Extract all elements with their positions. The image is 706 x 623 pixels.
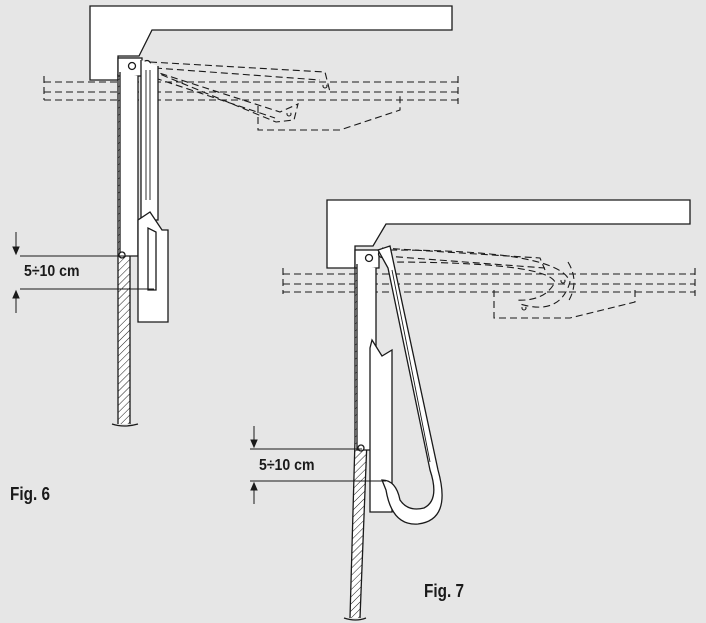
fig6-door-floor [111,423,139,427]
fig7-drawing [250,199,696,621]
fig6-dimension-label: 5÷10 cm [24,263,80,280]
fig7-dimension-label: 5÷10 cm [259,457,315,474]
fig6-dimension-lines [12,232,154,313]
fig6-arm [140,60,159,221]
fig6-lintel [89,5,453,81]
fig7-caption: Fig. 7 [424,581,464,601]
fig6-caption: Fig. 6 [10,484,50,504]
fig7-open-arm-dashed [282,247,696,319]
fig7-door-floor [343,617,367,621]
fig6-open-arm-dashed [43,61,459,131]
fig7-lintel [326,199,691,269]
fig7-dimension-lines [250,426,386,504]
fig6-drawing [12,5,459,427]
fig7-slider-housing [369,338,393,513]
fig7-arm [377,245,443,525]
fig6-slider [147,226,157,291]
fig6-rail [119,72,139,257]
